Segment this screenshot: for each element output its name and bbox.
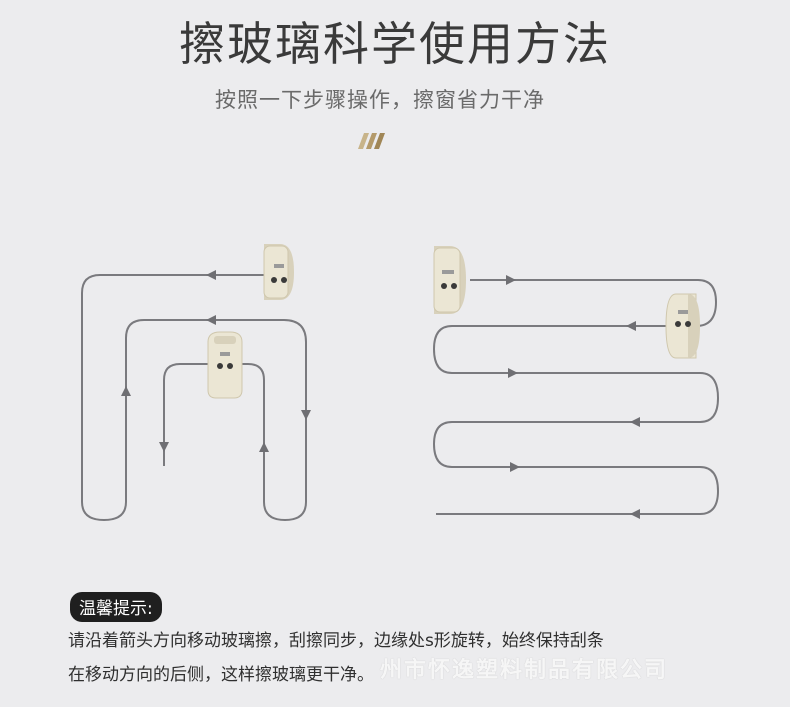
arrow-down-right (301, 410, 311, 420)
right-arrows (506, 275, 640, 519)
arrow-right-1 (506, 275, 516, 285)
left-arrows (121, 270, 311, 452)
arrow-up-inner-right (259, 442, 269, 452)
squeegee-device-icon (207, 331, 243, 399)
arrow-left-6 (630, 509, 640, 519)
usage-diagram (81, 244, 720, 522)
arrow-right-3 (508, 368, 518, 378)
squeegee-device-icon (665, 293, 700, 359)
squeegee-device-icon (433, 246, 466, 314)
page-title: 擦玻璃科学使用方法 (179, 17, 611, 71)
right-path-diagram (432, 279, 720, 515)
company-watermark: 州市怀逸塑料制品有限公司 (380, 658, 669, 683)
arrow-left-2 (626, 321, 636, 331)
arrow-left-4 (630, 417, 640, 427)
arrow-up-outer (121, 386, 131, 396)
arrow-left-mid (206, 315, 216, 325)
tip-badge: 温馨提示: (70, 592, 162, 622)
left-inner-path (163, 363, 307, 522)
right-serpentine-path (432, 279, 720, 515)
page-subtitle: 按照一下步骤操作，擦窗省力干净 (215, 88, 545, 112)
tip-text-line-2: 在移动方向的后侧，这样擦玻璃更干净。 (68, 665, 374, 685)
arrow-down-inner (159, 442, 169, 452)
arrow-right-5 (510, 462, 520, 472)
decorative-slashes-icon (358, 133, 385, 149)
squeegee-device-icon (263, 244, 294, 300)
arrow-left-top (206, 270, 216, 280)
left-outer-path (81, 274, 307, 522)
tip-text-line-1: 请沿着箭头方向移动玻璃擦，刮擦同步，边缘处s形旋转，始终保持刮条 (68, 631, 604, 651)
left-path-diagram (81, 274, 307, 522)
